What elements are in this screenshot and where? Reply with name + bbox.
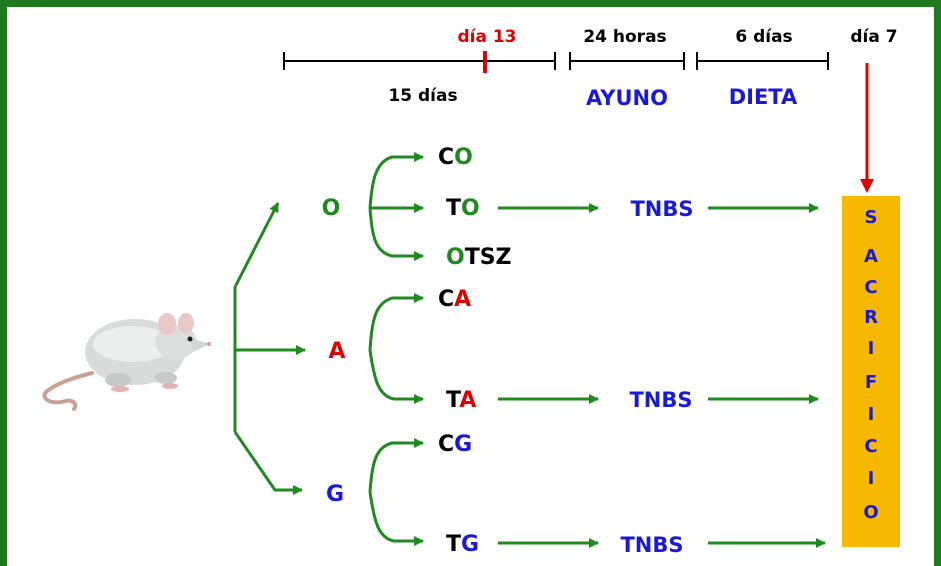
label-dia-7: día 7 xyxy=(850,27,897,47)
sacrifice-letter: O xyxy=(863,502,878,523)
group-g: G xyxy=(326,482,344,507)
sacrifice-letter: F xyxy=(865,372,877,393)
tnbs-label-o: TNBS xyxy=(630,197,693,221)
sacrifice-letter: I xyxy=(868,468,875,489)
sacrifice-letter: C xyxy=(864,277,877,298)
label-6-dias: 6 días xyxy=(735,27,792,47)
subgroup-tg: TG xyxy=(446,532,479,557)
label-15-dias: 15 días xyxy=(388,86,457,106)
subgroup-to: TO xyxy=(446,196,480,221)
sacrifice-letters: S A C R I F I C I O xyxy=(863,207,878,523)
group-o: O xyxy=(322,196,341,221)
sacrifice-letter: I xyxy=(868,404,875,425)
sacrifice-letter: I xyxy=(868,338,875,359)
timeline xyxy=(283,52,829,70)
sacrifice-letter: R xyxy=(864,307,878,328)
label-ayuno: AYUNO xyxy=(586,86,668,110)
group-a: A xyxy=(328,339,345,364)
main-branches xyxy=(233,152,826,548)
subgroup-ta: TA xyxy=(446,388,476,413)
label-dieta: DIETA xyxy=(729,85,798,109)
label-dia-13: día 13 xyxy=(457,27,516,47)
subgroup-co: CO xyxy=(438,145,473,170)
tnbs-label-a: TNBS xyxy=(629,388,692,412)
tnbs-label-g: TNBS xyxy=(620,533,683,557)
subgroup-otsz: OTSZ xyxy=(446,245,512,270)
sacrifice-letter: A xyxy=(864,246,878,267)
label-24-horas: 24 horas xyxy=(583,27,666,47)
subgroup-ca: CA xyxy=(438,287,471,312)
rat-image xyxy=(42,313,211,411)
sacrifice-letter: S xyxy=(865,207,878,228)
sacrifice-box xyxy=(842,196,900,547)
sacrifice-letter: C xyxy=(864,436,877,457)
subgroup-cg: CG xyxy=(438,432,472,457)
